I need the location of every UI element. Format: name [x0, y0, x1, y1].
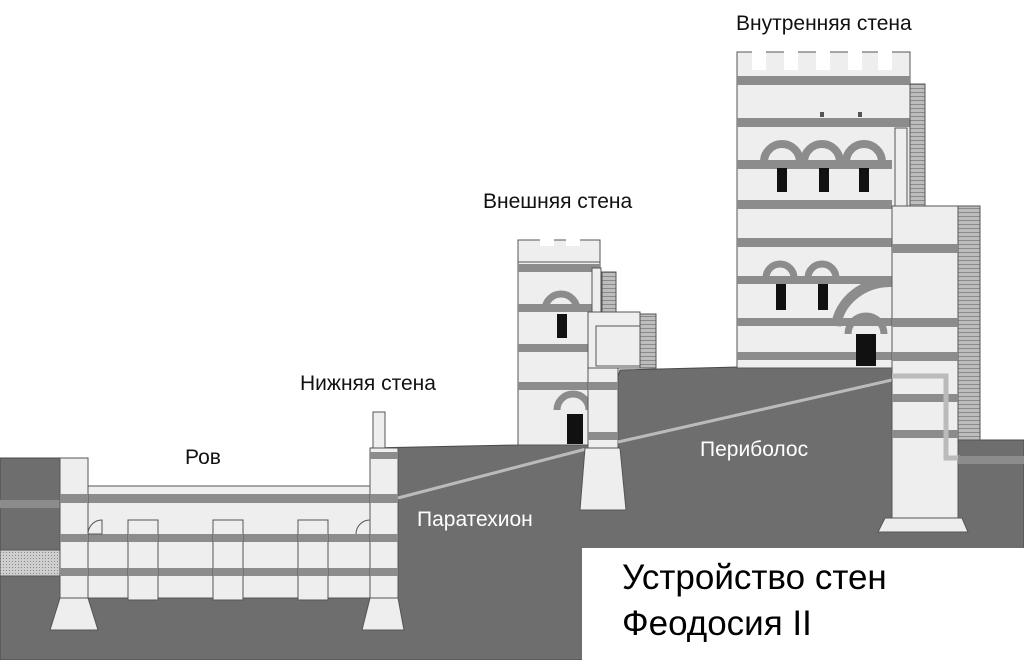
diagram-title-line1: Устройство стен [622, 558, 887, 597]
outer-tower-window [557, 314, 567, 338]
moat-left-layer [0, 500, 60, 508]
lower-wall [361, 411, 405, 631]
label-parateichion: Паратехион [417, 508, 533, 531]
peribolos-slope [617, 378, 893, 444]
label-outer-wall: Внешняя стена [483, 190, 633, 213]
moat-left-layer-2 [0, 549, 61, 577]
label-moat: Ров [185, 446, 221, 469]
moat-structure [59, 485, 371, 601]
diagram-title-line2: Феодосия II [622, 604, 812, 643]
inner-wall-body [877, 205, 1024, 533]
label-peribolos: Периболос [700, 438, 809, 461]
parateichion-slope [397, 446, 591, 500]
label-inner-wall: Внутренняя стена [736, 12, 912, 35]
outer-wall-tower [517, 236, 617, 446]
title-panel [582, 548, 1024, 660]
outer-wall-body [579, 311, 657, 511]
moat-pier-left [49, 457, 99, 631]
outer-tower-door [567, 414, 583, 444]
label-lower-wall: Нижняя стена [300, 372, 436, 395]
inner-tower-door [856, 334, 876, 366]
inner-wall-tower [736, 50, 926, 369]
